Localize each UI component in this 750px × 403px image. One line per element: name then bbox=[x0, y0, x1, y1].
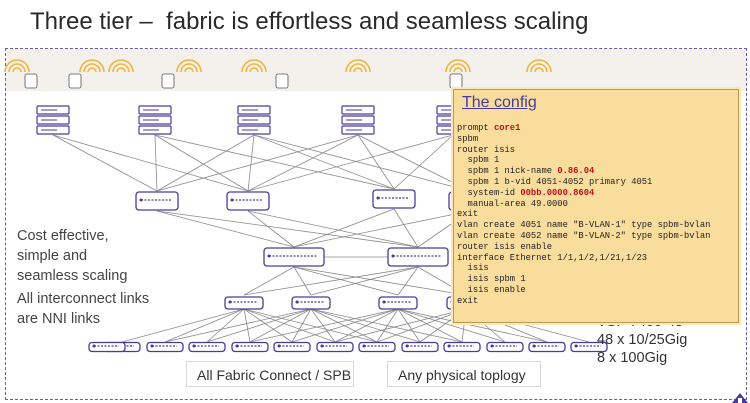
config-line: isis enable bbox=[457, 284, 526, 295]
wifi-icon bbox=[445, 59, 471, 73]
server-rack-icon bbox=[138, 105, 172, 135]
endpoint-icons bbox=[4, 59, 552, 89]
config-title: The config bbox=[462, 94, 537, 111]
slide-title: Three tier – fabric is effortless and se… bbox=[30, 8, 589, 35]
access-switch-icon bbox=[231, 341, 269, 353]
diagram-frame bbox=[5, 48, 747, 400]
access-switch-icon bbox=[146, 341, 184, 353]
wifi-icon bbox=[79, 59, 105, 73]
core-switch-icon bbox=[263, 247, 325, 267]
topology-label: Any physical toplogy bbox=[387, 361, 541, 387]
wifi-icon bbox=[526, 59, 552, 73]
config-line: manual-area 49.0000 bbox=[457, 198, 568, 209]
config-line: vlan create 4052 name "B-VLAN-2" type sp… bbox=[457, 230, 711, 241]
config-line: isis bbox=[457, 263, 489, 274]
config-line: spbm bbox=[457, 133, 479, 144]
wifi-icon bbox=[4, 59, 30, 73]
aggregation-switch-icon bbox=[224, 296, 264, 310]
config-line: interface Ethernet 1/1,1/2,1/21,1/23 bbox=[457, 252, 648, 263]
aggregation-switch-icon bbox=[291, 296, 331, 310]
phone-icon bbox=[24, 73, 38, 89]
interconnect-links bbox=[52, 134, 590, 343]
access-switch-icon bbox=[401, 341, 439, 353]
cost-line-3: seamless scaling bbox=[17, 268, 128, 284]
distribution-switch-icon bbox=[226, 191, 270, 211]
config-line: spbm 1 nick-name 0.86.04 bbox=[457, 166, 595, 177]
config-line: vlan create 4051 name "B-VLAN-1" type sp… bbox=[457, 220, 711, 231]
access-switch-icon bbox=[273, 341, 311, 353]
config-line: spbm 1 b-vid 4051-4052 primary 4051 bbox=[457, 176, 653, 187]
cost-line-1: Cost effective, bbox=[17, 228, 109, 244]
config-line: router isis bbox=[457, 144, 516, 155]
config-line: prompt core1 bbox=[457, 123, 521, 133]
phone-icon bbox=[161, 73, 175, 89]
switches bbox=[88, 189, 608, 353]
server-rack-icon bbox=[237, 105, 271, 135]
access-switch-icon bbox=[188, 341, 226, 353]
phone-icon bbox=[275, 73, 289, 89]
access-switch-icon bbox=[88, 341, 126, 353]
config-line: exit bbox=[457, 209, 479, 220]
wifi-icon bbox=[108, 59, 134, 73]
wifi-icon bbox=[241, 59, 267, 73]
core-switch-icon bbox=[387, 247, 449, 267]
nni-line-2: are NNI links bbox=[17, 311, 100, 327]
fabric-label: All Fabric Connect / SPB bbox=[186, 361, 354, 387]
access-switch-icon bbox=[316, 341, 354, 353]
access-switch-icon bbox=[486, 341, 524, 353]
phone-icon bbox=[68, 73, 82, 89]
server-rack-icon bbox=[36, 105, 70, 135]
phone-icon bbox=[449, 73, 463, 89]
config-line: system-id 00bb.0000.8604 bbox=[457, 187, 595, 198]
access-switch-icon bbox=[358, 341, 396, 353]
access-switch-icon bbox=[443, 341, 481, 353]
distribution-switch-icon bbox=[372, 189, 416, 209]
cost-note: Cost effective, simple and seamless scal… bbox=[17, 226, 127, 286]
access-switch-icon bbox=[570, 341, 608, 353]
access-switch-icon bbox=[528, 341, 566, 353]
config-line: router isis enable bbox=[457, 241, 553, 252]
nni-note: All interconnect links are NNI links bbox=[17, 289, 149, 329]
aggregation-switch-icon bbox=[378, 296, 418, 310]
server-racks bbox=[36, 105, 470, 135]
wifi-icon bbox=[176, 59, 202, 73]
config-line: isis spbm 1 bbox=[457, 274, 526, 285]
next-slide-icon[interactable] bbox=[730, 390, 750, 403]
config-line: spbm 1 bbox=[457, 155, 500, 166]
server-rack-icon bbox=[341, 105, 375, 135]
spec-ports-10-25: 48 x 10/25Gig bbox=[597, 332, 688, 348]
cost-line-2: simple and bbox=[17, 248, 88, 264]
distribution-switch-icon bbox=[135, 191, 179, 211]
wifi-icon bbox=[345, 59, 371, 73]
config-line: exit bbox=[457, 295, 479, 306]
nni-line-1: All interconnect links bbox=[17, 291, 150, 307]
spec-ports-100: 8 x 100Gig bbox=[597, 350, 668, 366]
